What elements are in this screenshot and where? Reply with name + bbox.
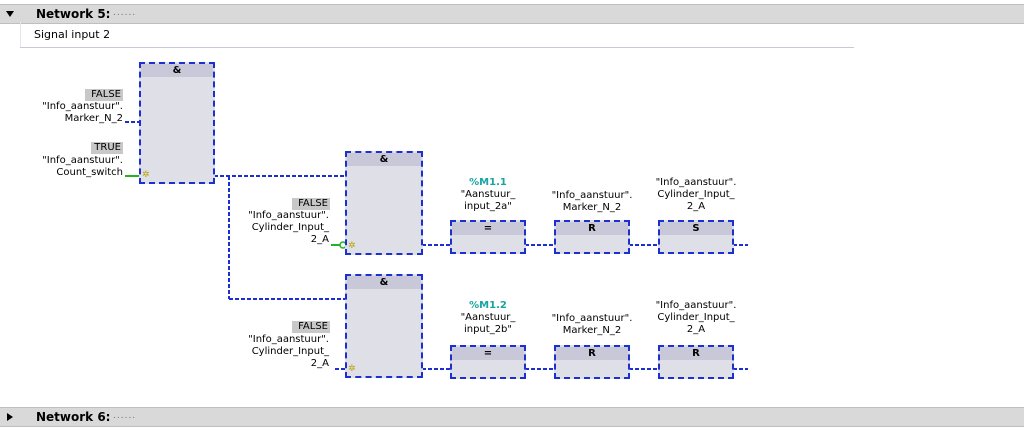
- and-box-1[interactable]: & ✲: [139, 62, 215, 184]
- row2-assign-coil[interactable]: =: [450, 345, 526, 379]
- row1-coil2-op: R: [556, 222, 628, 235]
- and-box-1-label: &: [141, 64, 213, 77]
- expand-triangle-icon[interactable]: [4, 411, 16, 423]
- row2-reset-coil-1[interactable]: R: [554, 345, 630, 379]
- row1-coil3-op: S: [660, 222, 732, 235]
- and1-in2-operand[interactable]: "Info_aanstuur".Count_switch: [42, 155, 123, 178]
- row1-set-coil[interactable]: S: [658, 220, 734, 254]
- row2-coil1-operand[interactable]: %M1.2"Aanstuur_input_2b": [460, 300, 516, 335]
- comment-divider: [20, 47, 854, 48]
- row1-coil1-operand[interactable]: %M1.1"Aanstuur_input_2a": [460, 177, 516, 212]
- network-6-title: Network 6:: [36, 410, 111, 424]
- and-box-2-label: &: [347, 153, 421, 166]
- collapse-triangle-icon[interactable]: [4, 8, 16, 20]
- row2-coil3-op: R: [660, 347, 732, 360]
- add-input-icon[interactable]: ✲: [348, 241, 356, 251]
- network-rail: [20, 22, 21, 48]
- row1-coil1-op: =: [452, 222, 524, 235]
- and3-in-state: FALSE: [292, 321, 330, 333]
- row2-coil3-operand[interactable]: "Info_aanstuur".Cylinder_Input_2_A: [655, 300, 737, 335]
- row1-reset-coil[interactable]: R: [554, 220, 630, 254]
- row1-assign-coil[interactable]: =: [450, 220, 526, 254]
- network-5-header[interactable]: Network 5: ......: [0, 4, 1024, 24]
- network-5-title: Network 5:: [36, 7, 111, 21]
- and2-in-state: FALSE: [292, 198, 330, 210]
- row2-coil1-op: =: [452, 347, 524, 360]
- and1-in1-state: FALSE: [85, 89, 123, 101]
- row1-coil2-operand[interactable]: "Info_aanstuur".Marker_N_2: [551, 190, 633, 213]
- and-box-3[interactable]: & ✲: [345, 274, 423, 378]
- network-5-title-placeholder[interactable]: ......: [113, 8, 137, 18]
- row2-coil2-op: R: [556, 347, 628, 360]
- and3-in-operand[interactable]: "Info_aanstuur".Cylinder_Input_2_A: [248, 334, 329, 369]
- and-box-2[interactable]: & ✲: [345, 151, 423, 255]
- and1-in2-state: TRUE: [91, 142, 123, 154]
- network-5-comment[interactable]: Signal input 2: [34, 28, 111, 41]
- add-input-icon[interactable]: ✲: [348, 364, 356, 374]
- row1-coil3-operand[interactable]: "Info_aanstuur".Cylinder_Input_2_A: [655, 177, 737, 212]
- add-input-icon[interactable]: ✲: [142, 170, 150, 180]
- row2-coil2-operand[interactable]: "Info_aanstuur".Marker_N_2: [551, 313, 633, 336]
- network-6-header[interactable]: Network 6: ......: [0, 407, 1024, 427]
- and-box-3-label: &: [347, 276, 421, 289]
- and1-in1-operand[interactable]: "Info_aanstuur".Marker_N_2: [42, 101, 123, 124]
- row2-reset-coil-2[interactable]: R: [658, 345, 734, 379]
- and2-in-operand[interactable]: "Info_aanstuur".Cylinder_Input_2_A: [248, 210, 329, 245]
- network-6-title-placeholder[interactable]: ......: [113, 411, 137, 421]
